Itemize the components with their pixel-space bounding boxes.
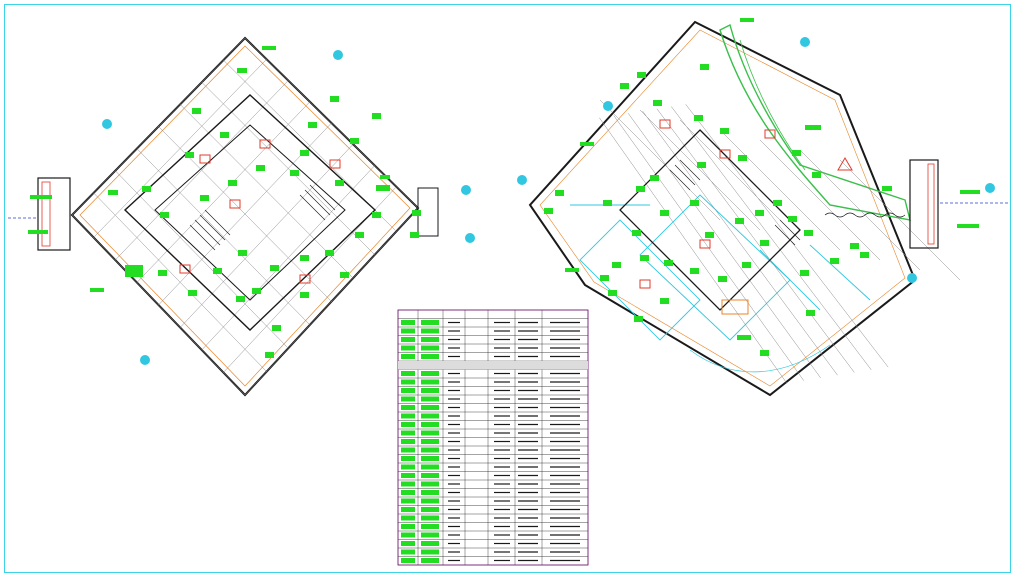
left-floor-plan (8, 36, 475, 397)
right-floor-plan (517, 18, 1008, 397)
drawing-frame (4, 4, 1011, 573)
schedule-table (397, 309, 589, 566)
